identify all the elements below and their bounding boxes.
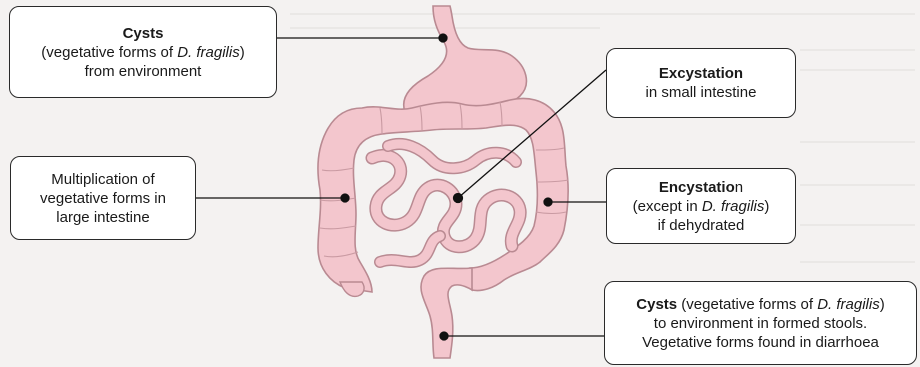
small-intestine-coils (372, 144, 520, 262)
connector-dot-small-intestine (454, 194, 463, 203)
encystation-line3: if dehydrated (658, 216, 745, 235)
cysts-env-line3: from environment (85, 62, 202, 81)
excystation-line2: in small intestine (646, 83, 757, 102)
multiplication-line3: large intestine (56, 208, 149, 227)
encystation-title: Encystation (659, 178, 743, 197)
label-multiplication: Multiplication of vegetative forms in la… (10, 156, 196, 240)
rectum-shape (421, 268, 472, 358)
label-cysts-to-environment: Cysts (vegetative forms of D. fragilis) … (604, 281, 917, 365)
cysts-env-line2: (vegetative forms of D. fragilis) (41, 43, 244, 62)
cysts-stool-line2: to environment in formed stools. (654, 314, 867, 333)
multiplication-line2: vegetative forms in (40, 189, 166, 208)
connector-dot-large-intestine (341, 194, 349, 202)
cysts-stool-line1: Cysts (vegetative forms of D. fragilis) (636, 295, 884, 314)
connector-dot-stomach (439, 34, 447, 42)
label-cysts-from-environment: Cysts (vegetative forms of D. fragilis) … (9, 6, 277, 98)
label-encystation: Encystation (except in D. fragilis) if d… (606, 168, 796, 244)
connector-dot-descending-colon (544, 198, 552, 206)
connector-dot-rectum (440, 332, 448, 340)
large-intestine-shape (318, 99, 568, 293)
cysts-env-title: Cysts (123, 25, 164, 42)
cysts-stool-line3: Vegetative forms found in diarrhoea (642, 333, 879, 352)
excystation-title: Excystation (659, 65, 743, 82)
appendix-shape (340, 282, 364, 296)
multiplication-line1: Multiplication of (51, 170, 154, 189)
digestive-tract-illustration (318, 6, 568, 358)
encystation-line2: (except in D. fragilis) (633, 197, 770, 216)
label-excystation: Excystation in small intestine (606, 48, 796, 118)
